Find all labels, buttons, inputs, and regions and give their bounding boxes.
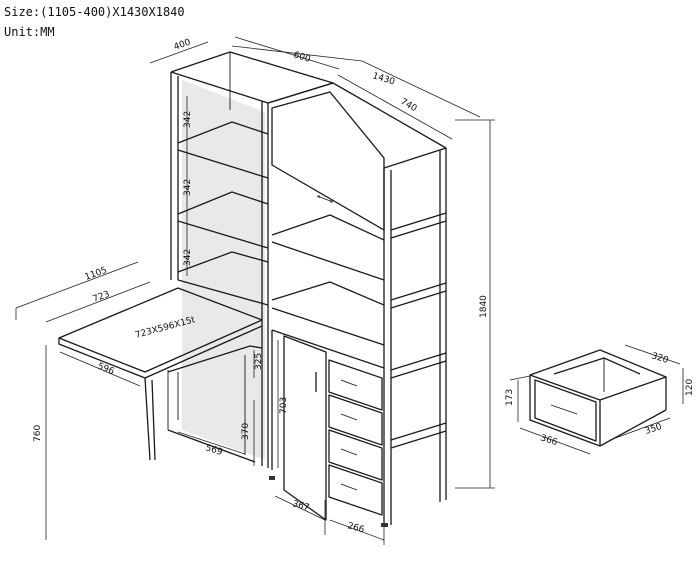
dim-gap-370: 370 [241,423,251,440]
dim-height-total: 1840 [479,295,489,318]
unit-spec: Unit:MM [4,25,55,39]
dim-shelf-2: 342 [183,179,193,196]
dim-drawer-side: 120 [685,379,695,396]
dim-drawer-width: 266 [346,521,365,535]
dim-door-width: 367 [291,499,310,513]
dim-top-width-right: 740 [399,97,419,114]
dim-top-width-left: 600 [292,50,312,65]
dim-desk-height: 760 [33,425,43,442]
dim-desk-depth: 596 [96,362,116,378]
left-bookshelf [170,51,334,468]
dim-drawer-w366: 366 [539,433,559,448]
dim-door-height: 703 [279,397,289,414]
dim-desk-length: 1105 [84,266,109,283]
dim-drawer-h: 173 [505,389,515,406]
size-spec: Size:(1105-400)X1430X1840 [4,5,185,19]
dim-bottom-569: 569 [204,443,224,458]
dim-drawer-w350: 350 [644,422,664,437]
dim-drawer-depth: 320 [650,351,670,366]
dim-total-width: 1430 [371,71,396,87]
spec-header: Size:(1105-400)X1430X1840 Unit:MM [4,2,185,42]
drawer-detail [529,349,667,447]
dim-gap-325: 325 [254,353,264,370]
right-cabinet [267,82,447,527]
dim-shelf-1: 342 [183,111,193,128]
dimension-lines [15,36,684,545]
dim-top-depth: 400 [173,37,193,52]
fold-out-desk [58,287,263,463]
dim-shelf-3: 342 [183,249,193,266]
dim-desk-inner: 723 [92,290,112,305]
